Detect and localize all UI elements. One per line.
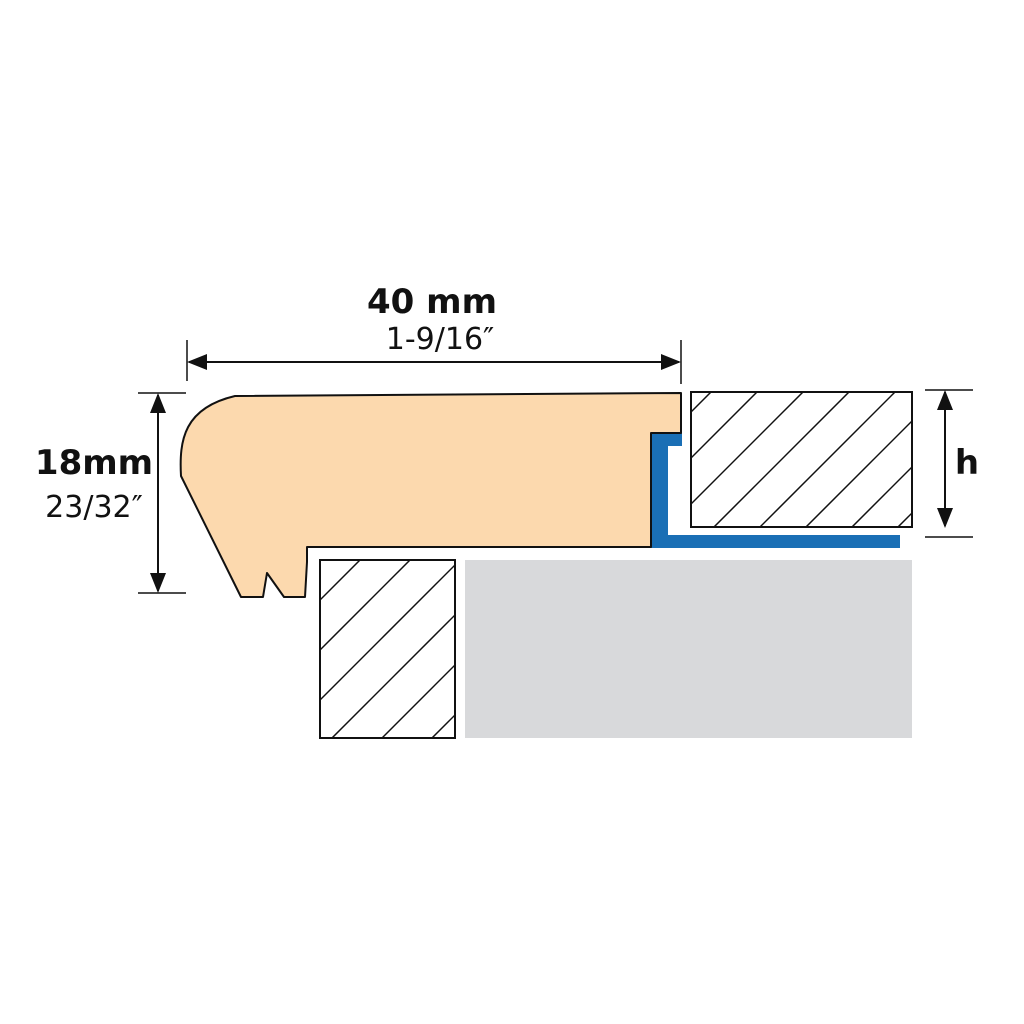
blue-trim-profile <box>651 432 900 548</box>
subfloor-block <box>465 560 912 738</box>
upper-hatched-block <box>690 391 913 528</box>
lower-hatched-block <box>319 559 456 739</box>
variable-height-label: h <box>955 443 979 483</box>
width-metric-label: 40 mm <box>367 282 497 322</box>
width-imperial-label: 1-9/16″ <box>386 322 495 357</box>
height-metric-label: 18mm <box>35 443 153 483</box>
height-dimension: 18mm 23/32″ <box>35 392 186 594</box>
variable-height-dimension: h <box>925 389 979 538</box>
height-imperial-label: 23/32″ <box>45 490 143 525</box>
width-dimension: 40 mm 1-9/16″ <box>186 282 682 384</box>
stair-nosing-profile <box>179 392 682 598</box>
